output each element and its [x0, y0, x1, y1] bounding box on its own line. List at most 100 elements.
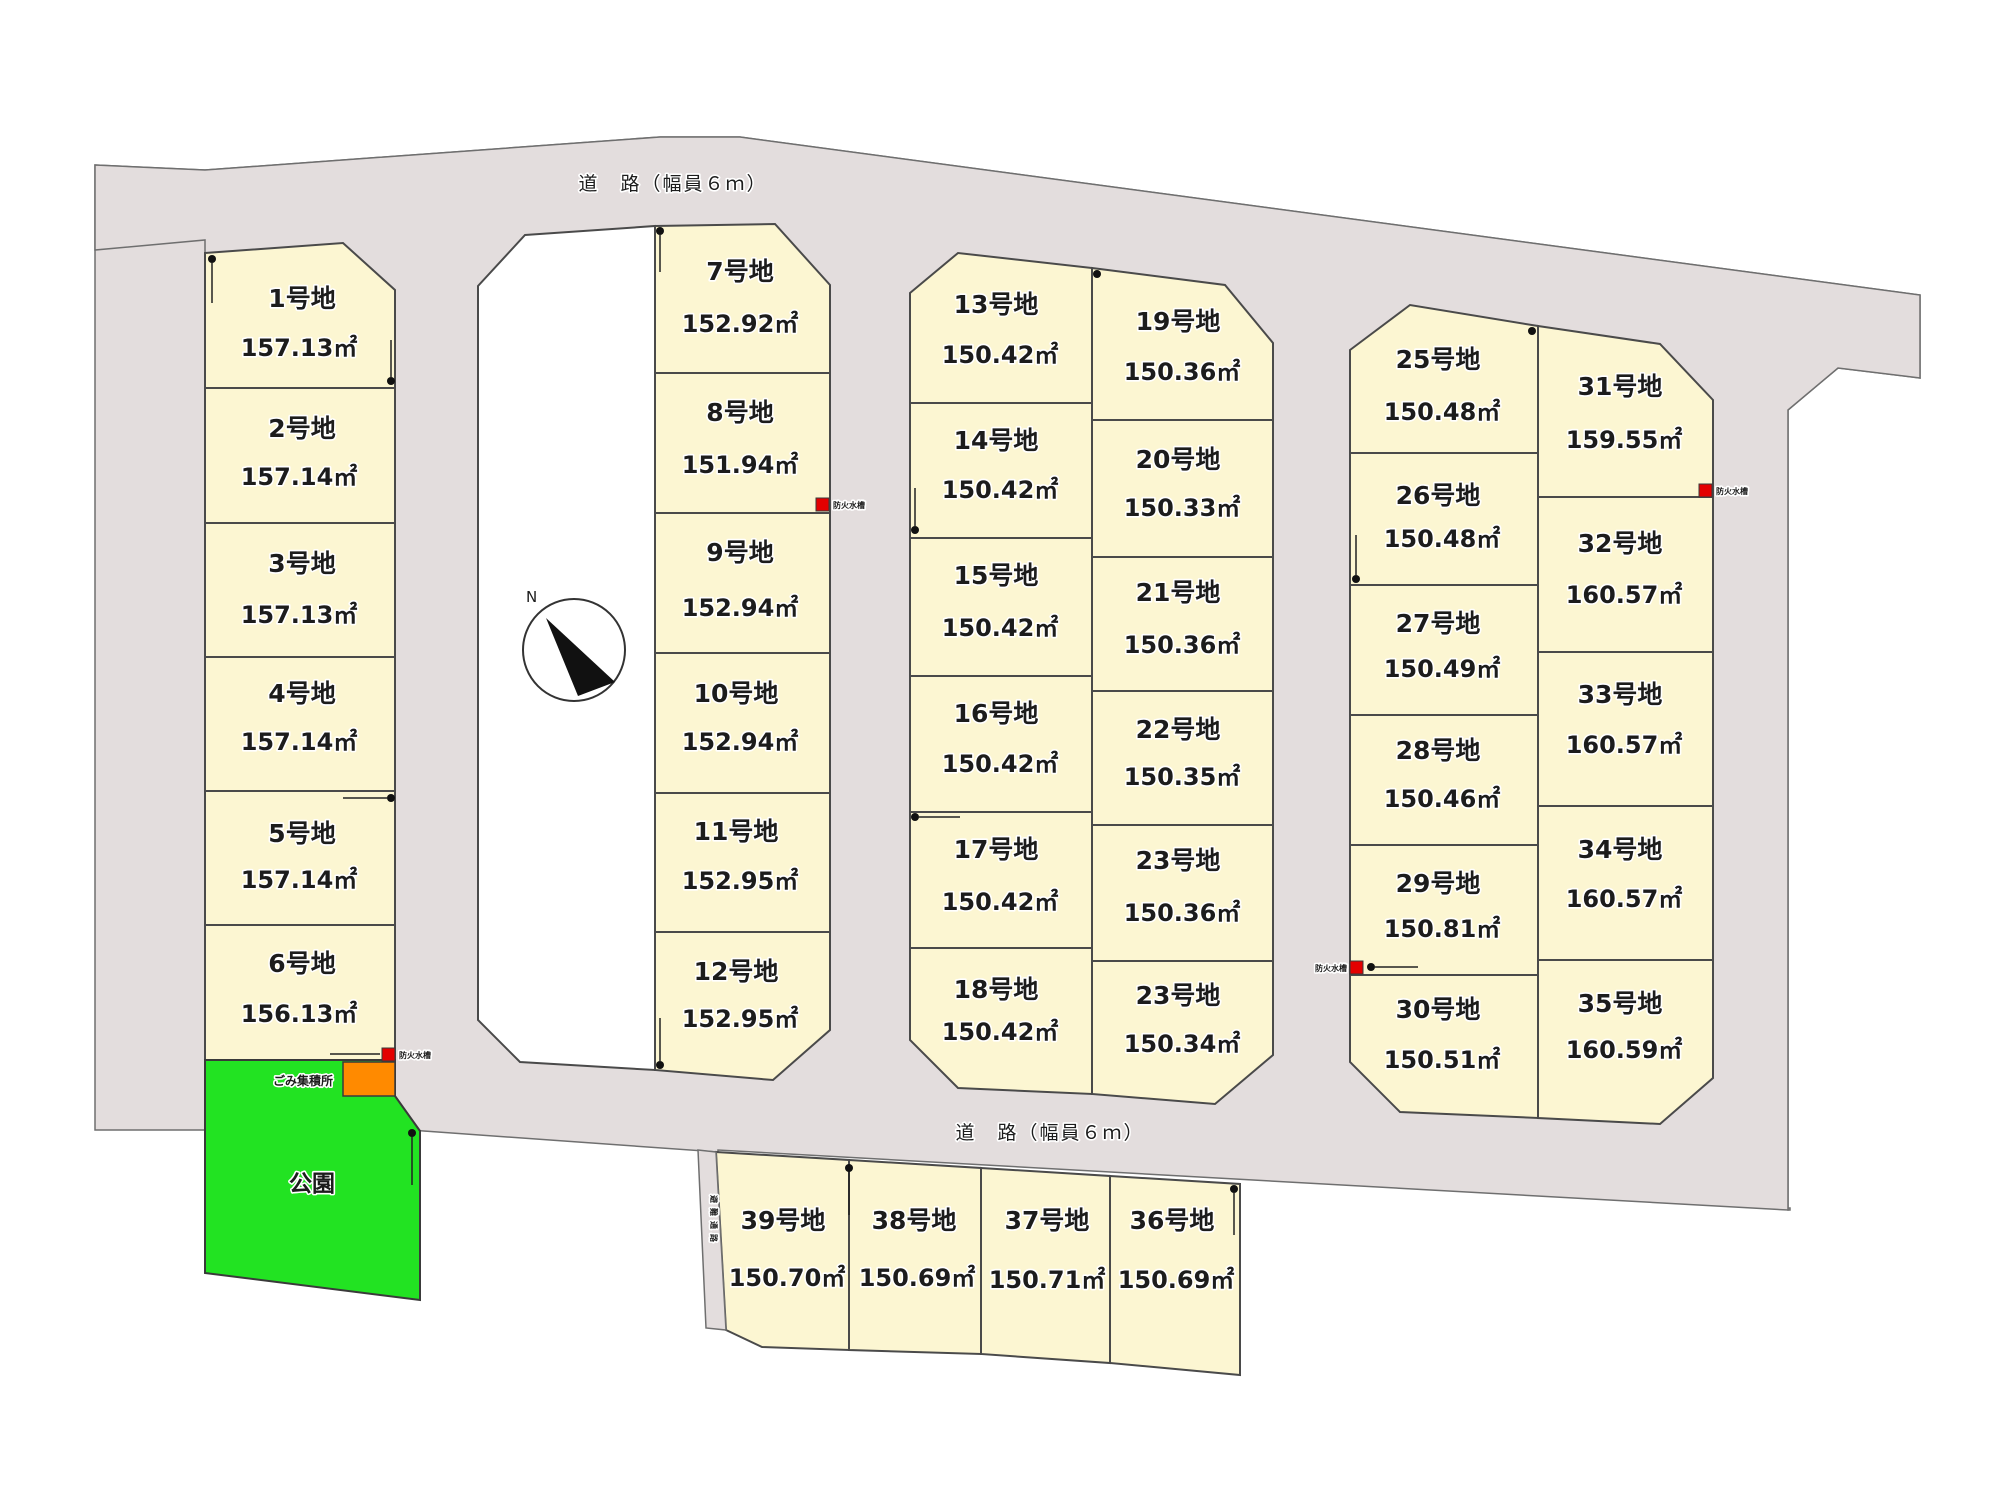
lot-group-south [714, 1150, 1241, 1377]
park-label: 公園 [289, 1171, 335, 1197]
lot-8[interactable] [654, 372, 831, 514]
lot-23[interactable] [1091, 824, 1274, 962]
lot-area: 150.36㎡ [1124, 358, 1241, 386]
lot-32[interactable] [1537, 496, 1714, 653]
lot-9[interactable] [654, 512, 831, 654]
lot-number: 31号地 [1578, 372, 1663, 401]
lot-7[interactable] [654, 222, 831, 374]
lot-number: 39号地 [741, 1206, 826, 1235]
hydrant-markers [381, 483, 1713, 1062]
lot-area: 157.13㎡ [241, 334, 358, 362]
garbage-label: ごみ集積所 [273, 1073, 333, 1088]
lot-number: 2号地 [268, 414, 335, 443]
north-arrow-icon [546, 618, 615, 696]
lot-36[interactable] [1109, 1174, 1241, 1377]
lot-14[interactable] [909, 402, 1093, 539]
lot-number: 13号地 [954, 290, 1039, 319]
lot-31[interactable] [1537, 324, 1714, 498]
lot-11[interactable] [654, 792, 831, 933]
lot-number: 37号地 [1005, 1206, 1090, 1235]
lot-number: 36号地 [1130, 1206, 1215, 1235]
lot-34[interactable] [1537, 805, 1714, 961]
lot-21[interactable] [1091, 556, 1274, 692]
lot-number: 23号地 [1136, 846, 1221, 875]
lot-area: 150.42㎡ [942, 750, 1059, 778]
lot-number: 19号地 [1136, 307, 1221, 336]
lot-group-13-18 [909, 251, 1093, 1096]
lot-area: 160.59㎡ [1566, 1036, 1683, 1064]
lot-6[interactable] [204, 924, 396, 1061]
lot-19[interactable] [1091, 266, 1274, 421]
lot-number: 21号地 [1136, 578, 1221, 607]
lot-number: 29号地 [1396, 869, 1481, 898]
lot-2[interactable] [204, 387, 396, 524]
lot-26[interactable] [1349, 452, 1539, 586]
lot-number: 8号地 [706, 398, 773, 427]
lot-38[interactable] [848, 1158, 982, 1356]
evacuation-path [697, 1149, 727, 1331]
lot-number: 26号地 [1396, 481, 1481, 510]
fire-cistern-icon [1349, 960, 1364, 975]
lot-12[interactable] [654, 931, 831, 1082]
lot-17[interactable] [909, 811, 1093, 949]
lot-10[interactable] [654, 652, 831, 794]
lot-area: 160.57㎡ [1566, 885, 1683, 913]
lot-area: 157.14㎡ [241, 866, 358, 894]
hydrant-label: 防火水槽 [399, 1050, 431, 1060]
lot-number-labels: 1号地 2号地 3号地 4号地 5号地 6号地 7号地 8号地 9号地 10号地… [267, 255, 1664, 1236]
lot-24[interactable] [1091, 960, 1274, 1106]
lot-area: 150.49㎡ [1384, 655, 1501, 683]
garbage-collection-point[interactable] [342, 1061, 396, 1097]
fire-cistern-icon [815, 497, 830, 512]
lot-area: 150.48㎡ [1384, 398, 1501, 426]
lot-4[interactable] [204, 656, 396, 792]
lot-number: 23号地 [1136, 981, 1221, 1010]
lot-area: 152.94㎡ [682, 594, 799, 622]
lot-39[interactable] [714, 1150, 850, 1352]
hydrant-label: 防火水槽 [833, 500, 865, 510]
fire-cistern-icon [1698, 483, 1713, 498]
lot-5[interactable] [204, 790, 396, 926]
lot-number: 1号地 [268, 284, 335, 313]
lot-number: 6号地 [268, 949, 335, 978]
hydrant-label: 防火水槽 [1716, 486, 1748, 496]
lot-number: 3号地 [268, 549, 335, 578]
lot-group-left [204, 241, 396, 1061]
lot-number: 30号地 [1396, 995, 1481, 1024]
lot-30[interactable] [1349, 974, 1539, 1120]
lot-number: 25号地 [1396, 345, 1481, 374]
lot-3[interactable] [204, 522, 396, 658]
lot-area: 150.42㎡ [942, 476, 1059, 504]
lot-20[interactable] [1091, 419, 1274, 558]
lot-18[interactable] [909, 947, 1093, 1096]
lot-16[interactable] [909, 675, 1093, 813]
lot-number: 22号地 [1136, 715, 1221, 744]
lot-area: 159.55㎡ [1566, 426, 1683, 454]
lot-area: 150.34㎡ [1124, 1030, 1241, 1058]
lot-33[interactable] [1537, 651, 1714, 807]
lot-27[interactable] [1349, 584, 1539, 716]
fire-cistern-icon [381, 1047, 396, 1062]
lot-number: 20号地 [1136, 445, 1221, 474]
lot-number: 16号地 [954, 699, 1039, 728]
lot-area: 160.57㎡ [1566, 581, 1683, 609]
lot-number: 17号地 [954, 835, 1039, 864]
lot-area: 150.71㎡ [989, 1266, 1106, 1294]
lot-28[interactable] [1349, 714, 1539, 846]
lot-number: 38号地 [872, 1206, 957, 1235]
lot-1[interactable] [204, 241, 396, 389]
lot-15[interactable] [909, 537, 1093, 677]
lot-35[interactable] [1537, 959, 1714, 1126]
lot-area: 150.69㎡ [1118, 1266, 1235, 1294]
lot-area: 150.42㎡ [942, 1018, 1059, 1046]
lot-number: 34号地 [1578, 835, 1663, 864]
lot-number: 27号地 [1396, 609, 1481, 638]
lot-area: 160.57㎡ [1566, 731, 1683, 759]
lot-29[interactable] [1349, 844, 1539, 976]
survey-markers [208, 227, 1536, 1235]
lot-13[interactable] [909, 251, 1093, 404]
lot-number: 15号地 [954, 561, 1039, 590]
lot-area: 151.94㎡ [682, 451, 799, 479]
lot-22[interactable] [1091, 690, 1274, 826]
